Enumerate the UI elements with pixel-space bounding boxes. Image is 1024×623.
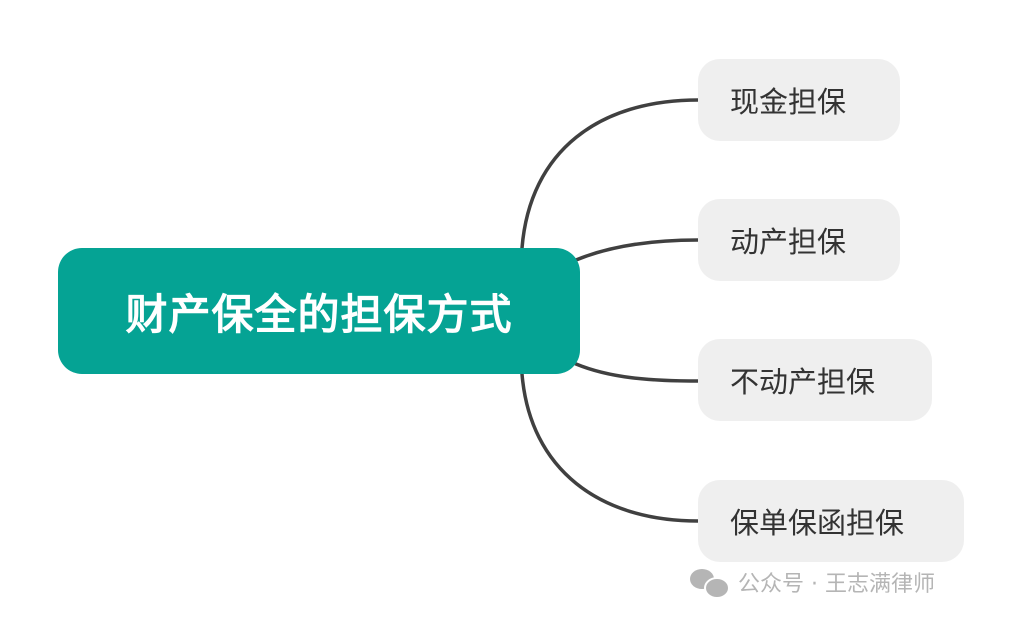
child-node-label: 保单保函担保 <box>730 506 905 540</box>
child-node-insurance-guarantee: 保单保函担保 <box>698 480 964 562</box>
child-node-label: 动产担保 <box>730 225 847 259</box>
watermark-text: 公众号 · 王志满律师 <box>738 572 935 597</box>
child-node-label: 不动产担保 <box>730 365 876 399</box>
root-node: 财产保全的担保方式 <box>58 248 580 374</box>
root-node-label: 财产保全的担保方式 <box>125 289 513 339</box>
connector-line-2 <box>574 238 700 262</box>
connector-line-3 <box>574 362 700 383</box>
wechat-icon <box>690 569 730 599</box>
child-node-real-estate: 不动产担保 <box>698 339 932 421</box>
child-node-cash: 现金担保 <box>698 59 900 141</box>
connector-line-1 <box>520 98 700 250</box>
connector-line-4 <box>520 372 700 523</box>
child-node-label: 现金担保 <box>730 85 847 119</box>
child-node-movable-property: 动产担保 <box>698 199 900 281</box>
watermark: 公众号 · 王志满律师 <box>690 566 935 599</box>
